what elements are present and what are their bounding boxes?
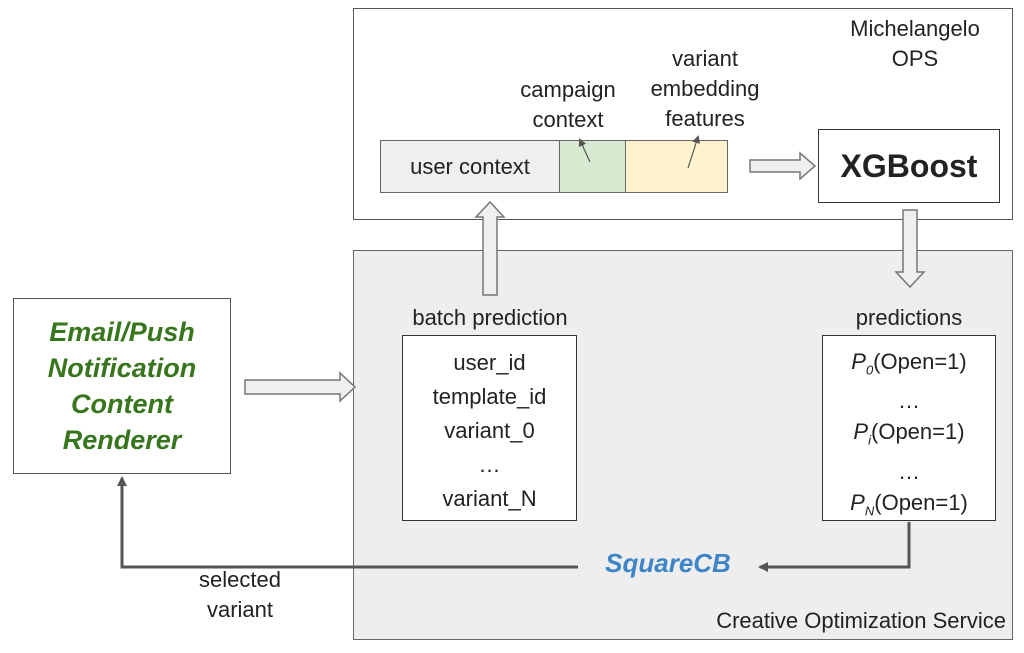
renderer-line3: Content [71,389,173,419]
batch-item: user_id [453,350,526,375]
xgboost-to-predictions-arrow [894,209,926,289]
prob-subscript: N [864,503,875,519]
campaign-context-label: campaign context [498,75,638,135]
prediction-row-i: Pi(Open=1) [823,416,995,455]
batch-item: template_id [432,384,547,409]
michelangelo-ops-label: Michelangelo OPS [820,14,1010,74]
campaign-pointer [578,138,591,163]
selected-variant-line1: selected [199,567,281,592]
squarecb-to-renderer-line [117,476,578,569]
prob-symbol: P [853,419,869,445]
prob-symbol: P [851,349,866,374]
batch-prediction-box: user_id template_id variant_0 … variant_… [402,335,577,521]
features-to-xgboost-arrow [749,151,817,181]
variant-embedding-label-line2: embedding [650,76,760,101]
variant-embedding-label-line3: features [665,106,745,131]
variant-embedding-label-line1: variant [671,46,739,71]
predictions-title: predictions [855,305,963,330]
variant-embedding-block [625,140,728,193]
prediction-ellipsis: … [898,388,920,414]
xgboost-model-box: XGBoost [818,129,1000,203]
user-context-label: user context [410,153,530,179]
prob-expression: (Open=1) [873,349,967,374]
squarecb-label: SquareCB [605,548,731,578]
batch-item: variant_0 [444,418,535,443]
batch-to-features-arrow [474,200,506,296]
prob-subscript: 0 [865,362,874,378]
selected-variant-line2: variant [206,597,274,622]
prob-expression: (Open=1) [874,489,968,515]
renderer-line1: Email/Push [49,317,195,347]
michelangelo-ops-label-line1: Michelangelo [850,16,980,41]
predictions-to-squarecb-line [758,522,911,572]
user-context-block: user context [380,140,560,193]
variant-pointer [687,135,700,169]
renderer-line2: Notification [47,353,197,383]
campaign-context-block [559,140,626,193]
prob-expression: (Open=1) [871,419,965,445]
content-renderer-box: Email/Push Notification Content Renderer [13,298,231,474]
prob-symbol: P [850,489,865,515]
xgboost-label: XGBoost [840,147,978,184]
renderer-line4: Renderer [62,425,182,455]
selected-variant-label: selected variant [170,565,310,625]
prob-subscript: i [868,432,871,448]
campaign-context-label-line1: campaign [520,77,616,102]
content-renderer-label: Email/Push Notification Content Renderer [48,314,197,458]
renderer-to-service-arrow [244,371,357,403]
michelangelo-ops-label-line2: OPS [891,46,939,71]
campaign-context-label-line2: context [532,107,604,132]
batch-item: … [478,452,501,477]
prediction-row-n: PN(Open=1) [823,487,995,526]
batch-prediction-title: batch prediction [412,305,568,330]
predictions-box: P0(Open=1) … Pi(Open=1) … PN(Open=1) [822,335,996,521]
variant-embedding-label: variant embedding features [630,44,780,134]
creative-optimization-service-label: Creative Optimization Service [716,608,1006,633]
batch-item: variant_N [442,486,537,511]
prediction-row-0: P0(Open=1) [823,346,995,385]
prediction-ellipsis: … [898,458,920,484]
